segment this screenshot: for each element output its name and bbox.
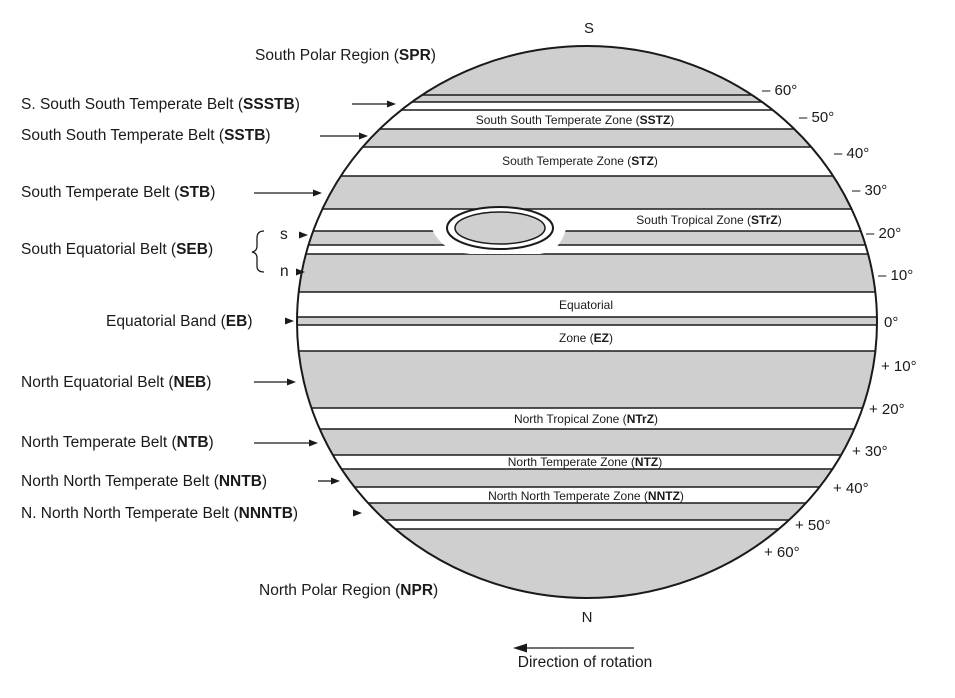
label-ssstb: S. South South Temperate Belt (SSSTB): [21, 96, 300, 113]
label-neb: North Equatorial Belt (NEB): [21, 374, 211, 391]
band-nntz: [297, 487, 877, 503]
band-ntz: [297, 455, 877, 469]
label-nntb: North North Temperate Belt (NNTB): [21, 473, 267, 490]
pole-north: N: [582, 609, 593, 626]
band-sstz: [297, 110, 877, 129]
band-edges: [297, 94, 877, 530]
rotation-caption: Direction of rotation: [518, 654, 652, 671]
lat-plus-20: + 20°: [869, 401, 905, 418]
label-arrows: [254, 100, 396, 517]
latitude-labels: – 60° – 50° – 40° – 30° – 20° – 10° 0° +…: [762, 82, 917, 561]
label-seb: South Equatorial Belt (SEB): [21, 241, 213, 258]
zone-ez-line2: Zone (EZ): [559, 331, 613, 345]
lat-minus-20: – 20°: [866, 225, 901, 242]
label-eb: Equatorial Band (EB): [106, 313, 253, 330]
rotation-arrow: [513, 643, 634, 653]
label-npr: North Polar Region (NPR): [259, 582, 438, 599]
lat-minus-60: – 60°: [762, 82, 797, 99]
lat-minus-10: – 10°: [878, 267, 913, 284]
band-ez-north: [297, 325, 877, 351]
lat-plus-40: + 40°: [833, 480, 869, 497]
planet-disk: [296, 45, 878, 599]
lat-0: 0°: [884, 314, 898, 331]
lat-plus-30: + 30°: [852, 443, 888, 460]
label-stb: South Temperate Belt (STB): [21, 184, 215, 201]
seb-brace: [251, 230, 265, 273]
band-stz: [297, 147, 877, 176]
lat-plus-50: + 50°: [795, 517, 831, 534]
zone-nntz: North North Temperate Zone (NNTZ): [488, 489, 684, 503]
band-ez-south: [297, 292, 877, 317]
band-seb-gap: [297, 245, 877, 254]
band-ntrz: [297, 408, 877, 429]
pole-south: S: [584, 20, 594, 37]
lat-plus-10: + 10°: [881, 358, 917, 375]
zone-ntz: North Temperate Zone (NTZ): [508, 455, 663, 469]
zone-sstz: South South Temperate Zone (SSTZ): [476, 113, 675, 127]
great-red-spot-inner: [454, 211, 546, 245]
lat-minus-30: – 30°: [852, 182, 887, 199]
label-sstb: South South Temperate Belt (SSTB): [21, 127, 271, 144]
zone-bands: [297, 102, 877, 529]
lat-plus-60: + 60°: [764, 544, 800, 561]
band-nnntb-gap: [297, 520, 877, 529]
belt-labels: South Polar Region (SPR) S. South South …: [21, 47, 438, 599]
lat-minus-50: – 50°: [799, 109, 834, 126]
lat-minus-40: – 40°: [834, 145, 869, 162]
seb-part-north: n: [280, 263, 289, 280]
zone-ez-line1: Equatorial: [559, 298, 613, 312]
label-nnntb: N. North North Temperate Belt (NNNTB): [21, 505, 298, 522]
label-spr: South Polar Region (SPR): [255, 47, 436, 64]
zone-stz: South Temperate Zone (STZ): [502, 154, 658, 168]
label-ntb: North Temperate Belt (NTB): [21, 434, 214, 451]
zone-labels: South South Temperate Zone (SSTZ) South …: [476, 113, 782, 503]
disk-outline: [296, 45, 878, 599]
zone-strz: South Tropical Zone (STrZ): [636, 213, 781, 227]
band-strz: [297, 209, 877, 231]
zone-ntrz: North Tropical Zone (NTrZ): [514, 412, 658, 426]
seb-part-south: s: [280, 226, 288, 243]
